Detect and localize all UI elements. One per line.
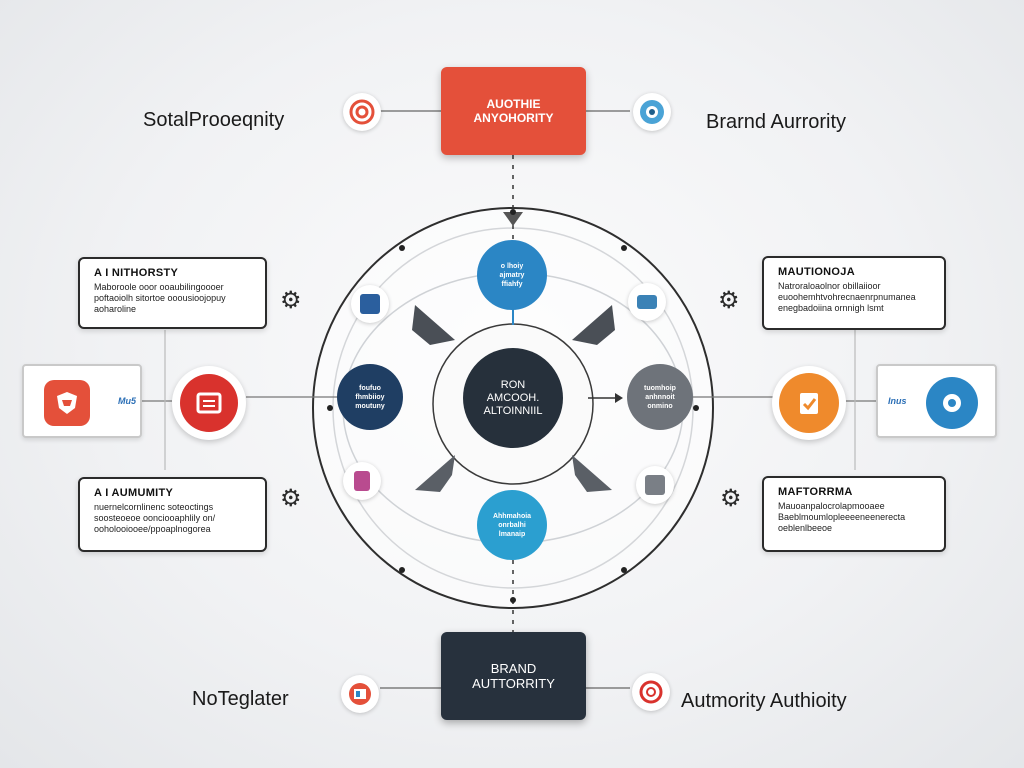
card-bottom-left-line2: soosteoeoe oonciooaphlily on/ [94,513,216,523]
top-box-line2: ANYOHORITY [473,111,554,125]
settings-icon [926,377,978,429]
side-card-left[interactable]: Mu5 [22,364,142,438]
gear-icon: ⚙ [280,485,302,512]
node-top[interactable]: o lhoiy ajmatry ffiahfy [477,240,547,310]
document-badge[interactable] [172,366,246,440]
bottom-box-line1: BRAND [490,661,537,676]
node-left-line1: foufuo [359,384,381,392]
side-right-text: Inus [888,396,907,406]
card-top-right-line2: euoohemhtvohrecnaenrpnumanea [778,292,916,302]
node-right-line1: tuomhoip [644,384,676,392]
gear-icon: ⚙ [280,287,302,314]
ring-icon [632,673,670,711]
color-badge-icon [341,675,379,713]
center-line3: ALTOINNIIL [483,404,543,417]
card-top-left-title: A I NITHORSTY [94,267,179,279]
node-top-line1: o lhoiy [500,262,524,270]
top-authority-box[interactable]: AUOTHIE ANYOHORITY [441,67,586,155]
node-right-line2: anhnnoit [645,393,675,401]
bottom-box-line2: AUTTORRITY [472,676,555,691]
card-top-left[interactable]: A I NITHORSTY Maboroole ooor ooaubilingo… [78,257,267,329]
gear-icon: ⚙ [720,485,742,512]
card-top-left-line1: Maboroole ooor ooaubilingoooer [94,282,224,292]
card-bottom-right-title: MAFTORRMA [778,486,853,498]
card-top-right-title: MAUTIONOJA [778,266,855,278]
target-icon [343,93,381,131]
node-right[interactable]: tuomhoip anhnnoit onmino [627,364,693,430]
top-box-line1: AUOTHIE [486,97,541,111]
node-left[interactable]: foufuo fhmbiioy moutuny [337,364,403,430]
card-bottom-left[interactable]: A I AUMUMITY nuernelcornlinenc soteoctin… [78,477,267,552]
card-top-right[interactable]: MAUTIONOJA Natroraloaolnor obillaiioor e… [762,256,946,330]
cube-icon [351,285,389,323]
card-bottom-right-line2: Baeblmoumlopleeeeneenerecta [778,512,906,522]
top-right-label: Brarnd Aurrority [706,111,847,133]
bottom-authority-box[interactable]: BRAND AUTTORRITY [441,632,586,720]
node-top-line3: ffiahfy [501,280,523,288]
node-bottom-line2: onrbalhi [498,521,526,529]
card-bottom-right[interactable]: MAFTORRMA Mauoanpalocrolapmooaee Baeblmo… [762,476,946,552]
gear-icon: ⚙ [718,287,740,314]
card-top-right-line3: enegbadoiina ornnigh lsmt [778,303,884,313]
clipboard-badge[interactable] [772,366,846,440]
card-top-left-line2: poftaoiolh sitortoe ooousioojopuy [94,293,226,303]
monitor-icon [628,283,666,321]
card-top-left-line3: aoharoline [94,304,137,314]
people-icon [343,462,381,500]
card-bottom-right-line3: oeblenlbeeoe [778,523,833,533]
node-bottom-line3: lmanaip [498,530,526,538]
document-icon [180,374,238,432]
top-left-label: SotalProoeqnity [143,109,285,131]
card-bottom-left-line1: nuernelcornlinenc soteoctings [94,502,214,512]
shield-icon [44,380,90,426]
clipboard-icon [779,373,839,433]
card-bottom-right-line1: Mauoanpalocrolapmooaee [778,501,885,511]
node-left-line3: moutuny [355,402,385,410]
node-top-line2: ajmatry [499,271,525,279]
server-icon [636,466,674,504]
card-bottom-left-line3: ooholooiooee/ppoaplnogorea [94,524,211,534]
brand-logo-icon [633,93,671,131]
center-line2: AMCOOH. [486,391,540,404]
card-bottom-left-title: A I AUMUMITY [94,487,174,499]
node-right-line3: onmino [647,402,673,410]
bottom-right-label: Autmority Authioity [681,690,847,712]
center-hub[interactable]: RON AMCOOH. ALTOINNIIL [463,348,563,448]
bottom-left-label: NoTeglater [192,688,289,710]
node-bottom-line1: Ahhmahoia [492,512,532,520]
center-line1: RON [500,378,526,391]
side-card-right[interactable]: Inus [876,364,997,438]
card-top-right-line1: Natroraloaolnor obillaiioor [778,281,881,291]
node-left-line2: fhmbiioy [355,393,385,401]
node-bottom[interactable]: Ahhmahoia onrbalhi lmanaip [477,490,547,560]
side-left-text: Mu5 [118,396,136,406]
